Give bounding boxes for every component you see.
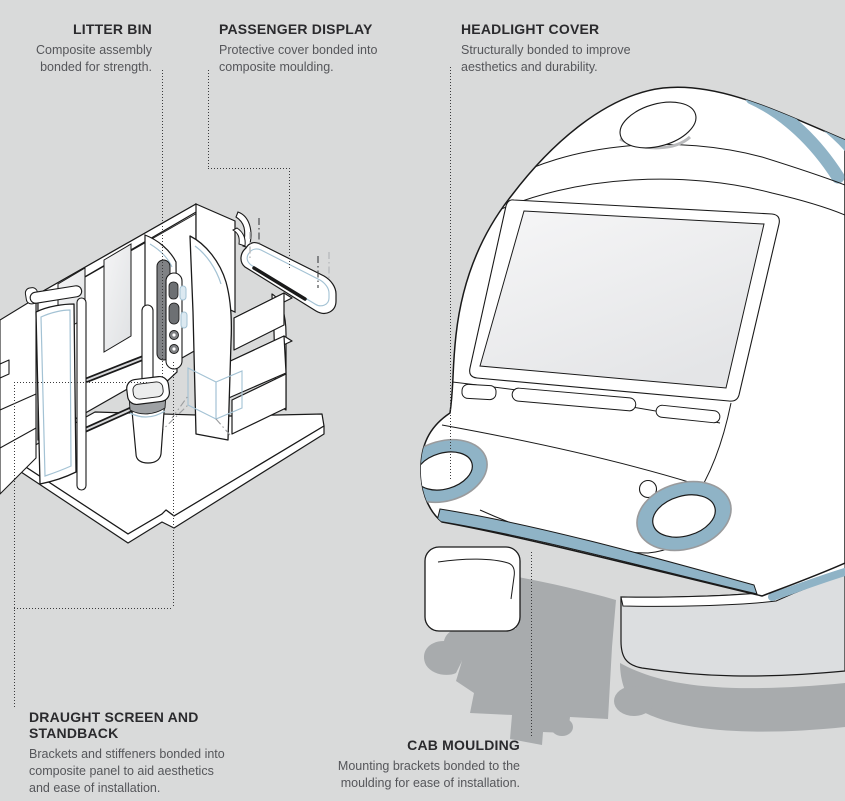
draught-partition	[189, 235, 232, 441]
datum-centerlines	[249, 218, 330, 288]
label-passenger-display-title: PASSENGER DISPLAY	[219, 21, 373, 37]
label-draught-screen-body: Brackets and stiffeners bonded into comp…	[29, 747, 225, 795]
label-headlight-cover: HEADLIGHT COVER Structurally bonded to i…	[461, 21, 671, 76]
headlight-left	[420, 438, 488, 504]
passenger-display-unit	[231, 218, 337, 314]
label-litter-bin-body: Composite assembly bonded for strength.	[35, 43, 152, 74]
wiper-slot	[461, 383, 497, 401]
floor-platform	[11, 411, 325, 544]
wiper-slot	[511, 387, 637, 412]
grab-handle	[235, 211, 252, 249]
interior-cutaway-illustration	[0, 203, 337, 544]
leader-line-passenger-display-3	[289, 168, 290, 268]
label-passenger-display: PASSENGER DISPLAY Protective cover bonde…	[219, 21, 404, 76]
leader-line-passenger-display-1	[208, 70, 209, 168]
label-headlight-cover-title: HEADLIGHT COVER	[461, 21, 600, 37]
cab-skirt	[620, 562, 845, 677]
label-draught-screen: DRAUGHT SCREEN AND STANDBACK Brackets an…	[29, 709, 234, 797]
label-cab-moulding-title: CAB MOULDING	[407, 737, 520, 753]
leader-line-draught-screen-2	[14, 382, 15, 708]
step-box	[424, 546, 521, 632]
leader-line-standback-2	[173, 362, 174, 608]
coupler-silhouette	[424, 577, 616, 745]
label-cab-moulding: CAB MOULDING Mounting brackets bonded to…	[318, 737, 520, 792]
label-litter-bin: LITTER BIN Composite assembly bonded for…	[8, 21, 152, 76]
leader-line-headlight-cover	[450, 67, 451, 480]
litter-bin-unit	[126, 375, 170, 464]
left-bodyside-sections	[0, 297, 37, 495]
skirt-blue-stripe	[768, 568, 845, 601]
leader-line-litter-bin	[162, 70, 163, 378]
roof-brow-lines	[487, 143, 845, 216]
step-and-seat-plinth	[223, 292, 293, 435]
leader-line-cab-moulding	[531, 552, 532, 737]
leader-line-passenger-display-2	[208, 168, 290, 169]
window-glass	[103, 243, 132, 353]
windscreen	[469, 199, 780, 402]
label-draught-screen-title: DRAUGHT SCREEN AND STANDBACK	[29, 709, 199, 741]
headlight-right	[636, 480, 732, 552]
leader-line-standback-1	[14, 608, 173, 609]
label-cab-moulding-body: Mounting brackets bonded to the moulding…	[337, 759, 520, 790]
ground-shadow-bump	[614, 686, 654, 716]
label-litter-bin-title: LITTER BIN	[73, 21, 152, 37]
tail-lamp-circle	[638, 479, 658, 499]
cab-moulding-stripe	[436, 508, 758, 595]
label-passenger-display-body: Protective cover bonded into composite m…	[219, 43, 378, 74]
ground-shadow	[620, 663, 845, 732]
train-front-illustration	[420, 86, 845, 745]
label-headlight-cover-body: Structurally bonded to improve aesthetic…	[461, 43, 631, 74]
windscreen-glass	[479, 210, 765, 389]
destination-display-oval	[619, 101, 697, 150]
leader-line-draught-screen-1	[14, 382, 148, 383]
sill-band	[441, 380, 721, 484]
standback-panel-ghost	[147, 367, 243, 445]
grab-pole	[76, 297, 87, 491]
wiper-slot	[655, 404, 721, 424]
draught-screen-panel	[24, 285, 87, 491]
